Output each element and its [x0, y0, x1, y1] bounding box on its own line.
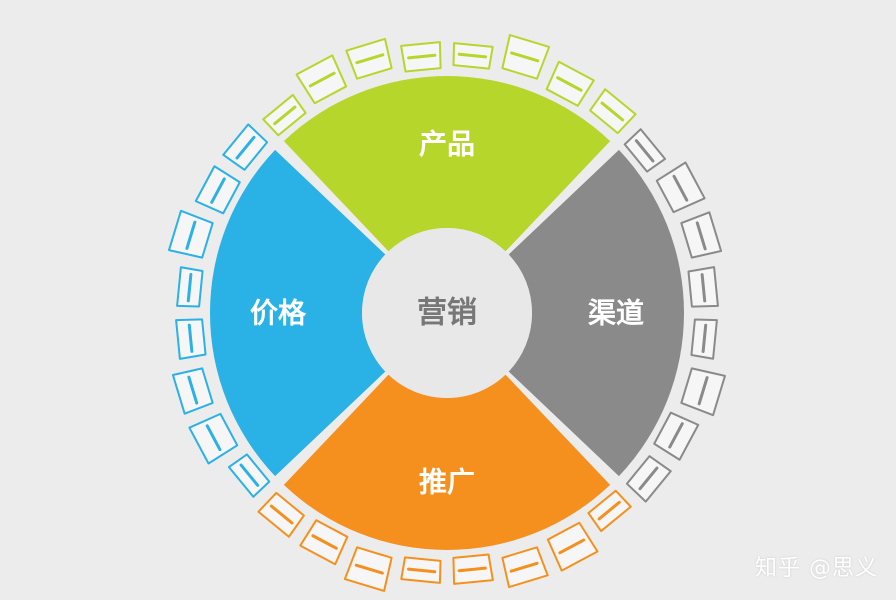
sketch-accent-channel [634, 139, 655, 163]
sketch-accent-channel [695, 221, 707, 251]
sketch-accent-channel [700, 273, 707, 303]
sketch-accent-price [210, 177, 226, 204]
segment-product [283, 76, 611, 252]
sketch-accent-price [239, 463, 260, 487]
center-label: 营销 [417, 296, 477, 331]
sketch-accent-price [235, 135, 256, 160]
sketch-accent-price [185, 220, 197, 250]
sketch-blocks-decoration [168, 34, 726, 592]
segments-group [209, 76, 684, 550]
segment-price [209, 149, 386, 477]
sketch-accent-product [308, 71, 336, 88]
segment-promotion [283, 374, 611, 550]
sketch-accent-channel [668, 422, 684, 449]
segment-label-price: 价格 [250, 297, 307, 330]
sketch-accent-promotion [269, 504, 294, 525]
sketch-accent-product [556, 76, 583, 92]
sketch-accent-channel [672, 174, 689, 202]
sketch-accent-product [457, 52, 488, 59]
sketch-accent-price [187, 375, 199, 405]
sketch-accent-product [355, 53, 385, 65]
sketch-accent-channel [697, 376, 709, 406]
segment-label-product: 产品 [419, 128, 475, 161]
sketch-accent-promotion [406, 567, 437, 574]
sketch-accent-price [187, 323, 194, 353]
sketch-accent-promotion [597, 500, 621, 521]
sketch-accent-product [600, 101, 625, 122]
sketch-accent-product [407, 53, 437, 60]
sketch-accent-product [273, 105, 297, 126]
center-circle [362, 228, 532, 398]
sketch-accent-price [186, 272, 193, 303]
sketch-accent-promotion [509, 561, 539, 573]
segment-channel [508, 149, 684, 477]
segment-label-promotion: 推广 [419, 466, 475, 499]
sketch-accent-price [205, 424, 222, 452]
sketch-accent-channel [701, 323, 708, 354]
sketch-accent-promotion [457, 566, 487, 573]
sketch-accent-promotion [558, 538, 586, 555]
center-group: 营销 [362, 228, 532, 398]
sketch-accent-product [510, 51, 540, 63]
sketch-accent-promotion [311, 534, 338, 550]
sketch-accent-channel [638, 466, 659, 491]
sketch-accent-promotion [354, 563, 384, 575]
segment-label-channel: 渠道 [588, 297, 644, 330]
watermark: 知乎 @思义 [755, 556, 878, 581]
